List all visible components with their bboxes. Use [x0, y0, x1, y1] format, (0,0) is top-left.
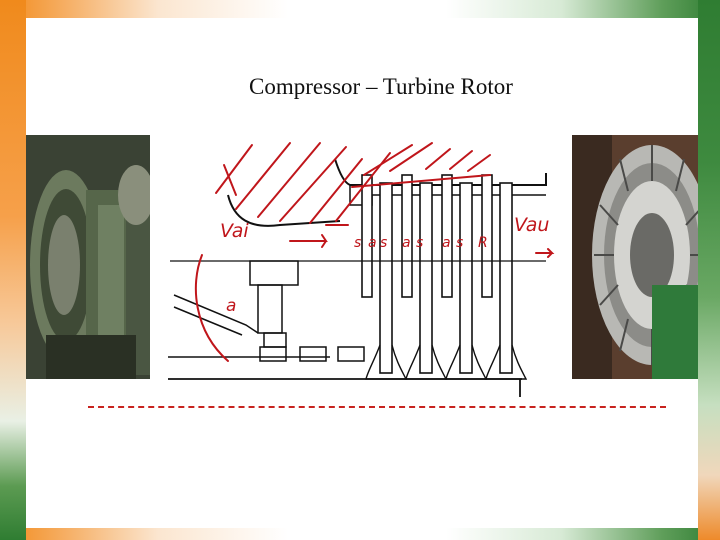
stage-label: R	[478, 235, 488, 251]
stage-label: a	[442, 235, 451, 251]
frame-left-stripe	[0, 0, 26, 540]
stage-label: a	[402, 235, 411, 251]
turbine-rotor-photo	[572, 135, 698, 379]
slide-title: Compressor – Turbine Rotor	[249, 74, 513, 99]
stage-label: s	[456, 235, 463, 251]
shaft-centerline	[88, 406, 666, 408]
frame-right-stripe	[698, 0, 720, 540]
compressor-turbine-diagram: Vai Vau a s a s a s a s R	[150, 135, 572, 397]
annotation-v-inlet: Vai	[220, 220, 249, 242]
annotation-v-outlet: Vau	[514, 214, 549, 236]
compressor-casing-photo	[26, 135, 150, 379]
stage-label: a	[368, 235, 377, 251]
stage-label: s	[380, 235, 387, 251]
stage-label: s	[416, 235, 423, 251]
annotation-a: a	[226, 296, 236, 316]
stage-label: s	[354, 235, 361, 251]
